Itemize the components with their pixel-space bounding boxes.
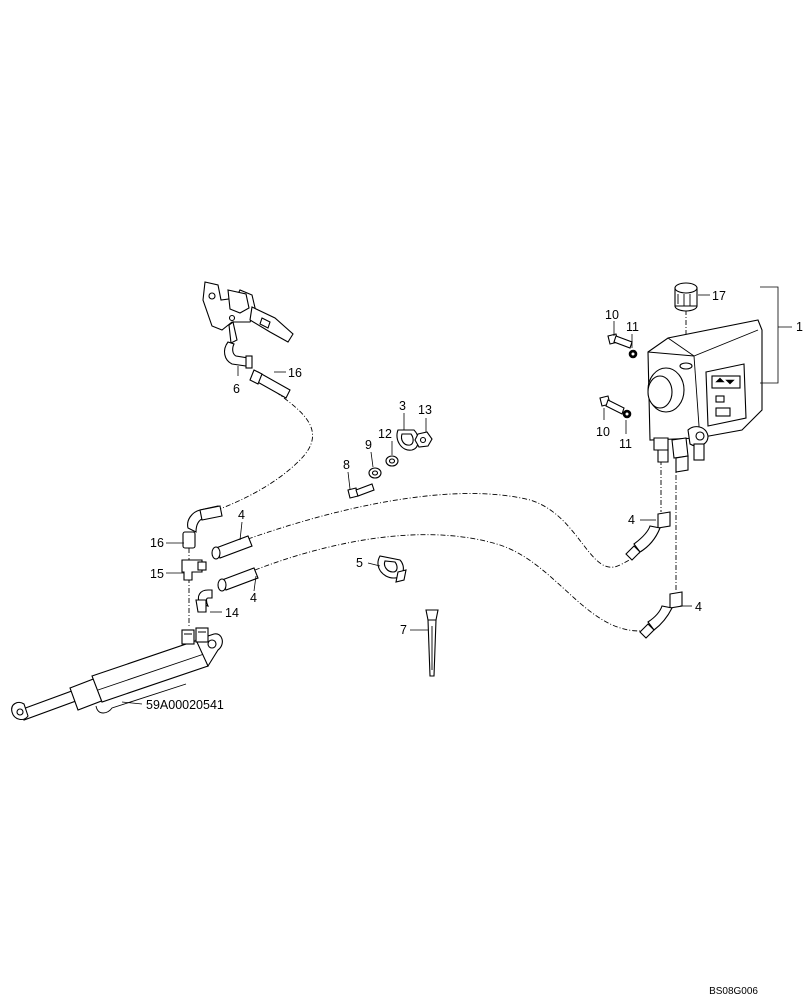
callout-4-lower-left: 4 (250, 591, 257, 605)
callout-11-upper: 11 (626, 320, 639, 334)
callout-labels: 17 1 10 11 10 11 16 6 3 13 12 9 8 4 16 1… (146, 289, 803, 997)
callout-cylinder: 59A00020541 (146, 698, 224, 712)
callout-8: 8 (343, 458, 350, 472)
callout-4-lower-right: 4 (695, 600, 702, 614)
callout-10-upper: 10 (605, 308, 619, 322)
hardware-group (347, 429, 433, 499)
callout-16-lower: 16 (150, 536, 164, 550)
cable-tie-7 (425, 609, 439, 677)
callout-6: 6 (233, 382, 240, 396)
callout-10-lower: 10 (596, 425, 610, 439)
valve-pedal-assembly (202, 281, 294, 369)
bracket-1 (760, 286, 792, 384)
callout-3: 3 (399, 399, 406, 413)
filler-cap-17 (674, 282, 698, 312)
clamp-5 (377, 555, 407, 583)
bolts-washers-10-11 (599, 333, 638, 419)
callout-15: 15 (150, 567, 164, 581)
routing-lines (188, 310, 687, 632)
drawing-reference: BS08G006 (709, 986, 758, 997)
callout-1: 1 (796, 320, 803, 334)
callout-4-upper-left: 4 (238, 508, 245, 522)
callout-11-lower: 11 (619, 437, 632, 451)
callout-12: 12 (378, 427, 392, 441)
callout-16-upper: 16 (288, 366, 302, 380)
reservoir-tank (647, 319, 763, 473)
callout-9: 9 (365, 438, 372, 452)
callout-14: 14 (225, 606, 239, 620)
right-hose-fittings (625, 511, 683, 639)
hose-fitting-16-upper (249, 369, 291, 399)
callout-17: 17 (712, 289, 726, 303)
callout-13: 13 (418, 403, 432, 417)
left-hose-fittings (181, 505, 259, 613)
callout-7: 7 (400, 623, 407, 637)
callout-5: 5 (356, 556, 363, 570)
callout-4-upper-right: 4 (628, 513, 635, 527)
leader-lines (121, 294, 710, 705)
steering-cylinder (11, 627, 223, 721)
